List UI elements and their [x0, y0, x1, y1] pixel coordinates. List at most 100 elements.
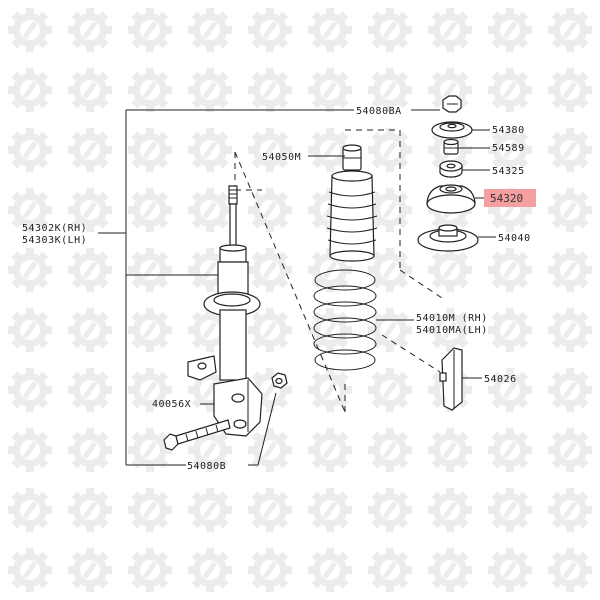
- label-54080b: 54080B: [187, 461, 226, 472]
- watermark-gear-icon: [548, 488, 592, 532]
- part-54080ba-nut: [442, 95, 462, 113]
- watermark-gear-icon: [308, 248, 352, 292]
- watermark-gear-icon: [248, 248, 292, 292]
- watermark-gear-icon: [428, 248, 472, 292]
- watermark-gear-icon: [188, 488, 232, 532]
- label-54325: 54325: [492, 166, 525, 177]
- watermark-gear-icon: [428, 308, 472, 352]
- part-54026-bracket: [439, 347, 482, 411]
- watermark-gear-icon: [368, 128, 412, 172]
- watermark-gear-icon: [368, 248, 412, 292]
- watermark-gear-icon: [428, 488, 472, 532]
- watermark-gear-icon: [368, 428, 412, 472]
- part-54302k-strut: [187, 185, 263, 437]
- watermark-gear-icon: [128, 368, 172, 412]
- part-54320-insulator: [426, 184, 488, 214]
- watermark-gear-icon: [308, 368, 352, 412]
- watermark-gear-icon: [188, 68, 232, 112]
- watermark-gear-icon: [548, 188, 592, 232]
- watermark-gear-icon: [428, 548, 472, 592]
- part-54325-bearing: [439, 160, 490, 178]
- watermark-gear-icon: [548, 548, 592, 592]
- label-54050m: 54050M: [262, 152, 301, 163]
- part-54380-washer: [431, 121, 490, 139]
- watermark-gear-icon: [68, 308, 112, 352]
- watermark-gear-icon: [68, 548, 112, 592]
- watermark-gear-icon: [68, 428, 112, 472]
- label-54080ba: 54080BA: [356, 106, 402, 117]
- watermark-gear-icon: [68, 128, 112, 172]
- watermark-gear-icon: [8, 8, 52, 52]
- part-54010m-coil-spring: [313, 269, 414, 371]
- watermark-gear-icon: [548, 368, 592, 412]
- watermark-gear-icon: [128, 308, 172, 352]
- watermark-gear-icon: [548, 248, 592, 292]
- highlight-box: [484, 189, 536, 207]
- watermark-gear-icon: [308, 428, 352, 472]
- watermark-gear-icon: [428, 428, 472, 472]
- watermark-gear-icon: [128, 8, 172, 52]
- watermark-gear-icon: [548, 308, 592, 352]
- watermark-gear-icon: [248, 8, 292, 52]
- watermark-gear-icon: [248, 428, 292, 472]
- watermark-gear-icon: [8, 308, 52, 352]
- watermark-gear-icon: [488, 548, 532, 592]
- watermark-gear-icon: [548, 428, 592, 472]
- watermark-gear-icon: [188, 548, 232, 592]
- watermark-gear-icon: [548, 68, 592, 112]
- watermark-gear-icon: [68, 488, 112, 532]
- watermark-gear-icon: [128, 488, 172, 532]
- label-54040: 54040: [498, 233, 531, 244]
- watermark-gear-icon: [128, 248, 172, 292]
- watermark-gear-icon: [308, 488, 352, 532]
- watermark-gear-icon: [128, 128, 172, 172]
- watermark-gear-icon: [488, 488, 532, 532]
- watermark-gear-icon: [8, 548, 52, 592]
- watermark-gear-icon: [8, 68, 52, 112]
- watermark-gear-icon: [488, 68, 532, 112]
- watermark-gear-icon: [128, 188, 172, 232]
- watermark-gear-icon: [368, 488, 412, 532]
- watermark-gear-icon: [308, 8, 352, 52]
- label-54302k: 54302K(RH): [22, 223, 87, 234]
- watermark-gear-icon: [368, 308, 412, 352]
- watermark-gear-icon: [248, 308, 292, 352]
- watermark-gear-icon: [128, 428, 172, 472]
- watermark-gear-icon: [188, 128, 232, 172]
- label-54589: 54589: [492, 143, 525, 154]
- watermark-gear-icon: [548, 8, 592, 52]
- watermark-gear-icon: [548, 128, 592, 172]
- bracket-lines: [98, 109, 440, 466]
- watermark-gear-icon: [488, 8, 532, 52]
- watermark-gear-icon: [8, 248, 52, 292]
- part-54050m-bump-stop: [308, 144, 378, 262]
- watermark-gear-icon: [248, 188, 292, 232]
- watermark-gear-icon: [308, 68, 352, 112]
- watermark-gear-icon: [368, 368, 412, 412]
- watermark-gear-icon: [488, 128, 532, 172]
- watermark-gear-icon: [68, 188, 112, 232]
- part-54589-bushing: [443, 138, 490, 155]
- watermark-gear-icon: [488, 428, 532, 472]
- watermark-gear-icon: [128, 548, 172, 592]
- watermark-gear-icon: [368, 188, 412, 232]
- part-40056x-bolt: [163, 419, 231, 451]
- watermark-gear-icon: [368, 548, 412, 592]
- watermark-gear-icon: [188, 428, 232, 472]
- label-54026: 54026: [484, 374, 517, 385]
- watermark-gear-icon: [248, 548, 292, 592]
- watermark-gear-icon: [248, 128, 292, 172]
- watermark-gear-icon: [308, 128, 352, 172]
- label-54010m: 54010M (RH): [416, 313, 488, 324]
- watermark-gear-icon: [248, 488, 292, 532]
- watermark-gear-icon: [308, 548, 352, 592]
- label-54303k: 54303K(LH): [22, 235, 87, 246]
- label-54010ma: 54010MA(LH): [416, 325, 488, 336]
- watermark-gear-icon: [488, 368, 532, 412]
- watermark-gear-icon: [8, 428, 52, 472]
- watermark-gear-icon: [188, 8, 232, 52]
- watermark-gear-icon: [488, 308, 532, 352]
- watermark-gear-icon: [188, 188, 232, 232]
